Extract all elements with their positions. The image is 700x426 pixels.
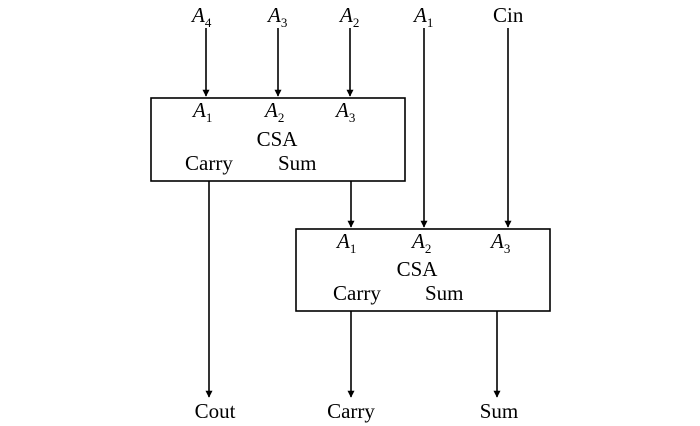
csa1-port-a2: A2 <box>263 98 284 125</box>
input-a2-label: A2 <box>338 3 359 30</box>
csa2-sum-label: Sum <box>425 281 464 305</box>
output-cout-label: Cout <box>195 399 236 423</box>
csa1-title: CSA <box>257 127 299 151</box>
csa1-box <box>150 97 406 182</box>
output-sum-label: Sum <box>480 399 519 423</box>
csa2-box <box>295 228 551 312</box>
input-a3-label: A3 <box>266 3 287 30</box>
csa2-title: CSA <box>397 257 439 281</box>
csa2-port-a3: A3 <box>489 229 510 256</box>
input-cin-label: Cin <box>493 3 524 27</box>
input-a4-label: A4 <box>190 3 212 30</box>
csa1-port-a1: A1 <box>191 98 212 125</box>
csa2-port-a2: A2 <box>410 229 431 256</box>
csa2-port-a1: A1 <box>335 229 356 256</box>
csa1-carry-label: Carry <box>185 151 233 175</box>
input-a1-label: A1 <box>412 3 433 30</box>
csa1-port-a3: A3 <box>334 98 355 125</box>
csa2-carry-label: Carry <box>333 281 381 305</box>
output-carry-label: Carry <box>327 399 375 423</box>
csa1-sum-label: Sum <box>278 151 317 175</box>
